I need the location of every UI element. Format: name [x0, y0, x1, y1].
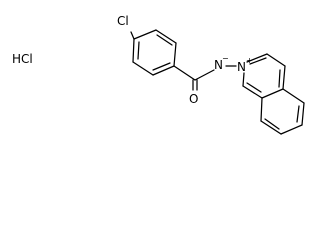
ring-nitrogen-label: N	[237, 60, 246, 74]
oxygen-atom-label: O	[189, 92, 198, 106]
chlorophenyl-ring	[132, 29, 177, 76]
carbonyl-double-bond	[192, 79, 198, 91]
amide-nitrogen-charge: −	[222, 54, 229, 63]
c-cl-bond	[130, 31, 135, 40]
ring-carbonyl-bond	[173, 65, 196, 81]
carbonyl-amide-n-bond	[194, 69, 215, 81]
chemical-structure-diagram: HCl Cl O N − N +	[12, 14, 305, 135]
amide-nitrogen-label: N	[214, 58, 223, 72]
isoquinolinium-ring	[242, 53, 305, 135]
hcl-salt-label: HCl	[12, 52, 33, 66]
chlorine-atom-label: Cl	[117, 14, 129, 28]
